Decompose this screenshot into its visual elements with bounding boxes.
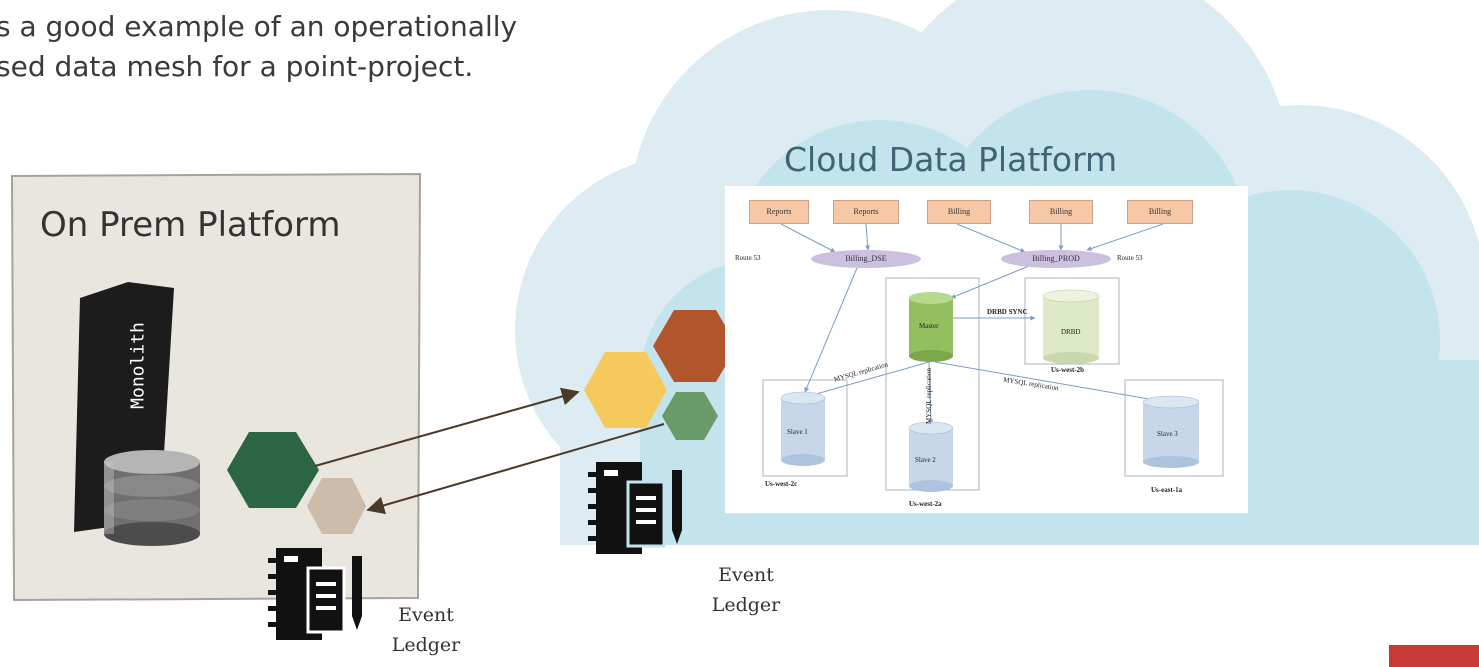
ledger-icon <box>268 548 362 640</box>
hexagon-rust <box>653 310 737 382</box>
database-icon <box>104 450 200 546</box>
ledger-label-line-2: Ledger <box>391 634 461 656</box>
arrow-to-cloud <box>314 387 580 467</box>
drbd-label: DRBD <box>1061 328 1081 336</box>
hexagon-light-green <box>662 392 718 440</box>
billing-box: Billing <box>927 200 991 224</box>
drbd-sync-label: DRBD SYNC <box>987 308 1028 316</box>
on-prem-title: On Prem Platform <box>40 205 341 245</box>
accent-tab <box>1389 645 1479 667</box>
ledger-label-line-1: Event <box>398 604 454 626</box>
architecture-panel: Reports Reports Billing Billing Billing … <box>725 186 1248 513</box>
headline: s a good example of an operationally sed… <box>0 8 517 122</box>
zone-label: Us-west-2b <box>1051 366 1085 374</box>
billing-box: Billing <box>1127 200 1193 224</box>
master-label: Master <box>919 322 939 330</box>
route-label: Route 53 <box>735 254 761 262</box>
billing-prod-endpoint: Billing_PROD <box>1001 250 1111 268</box>
slave-label: Slave 1 <box>787 428 808 436</box>
hexagon-yellow <box>584 352 667 428</box>
headline-line-1: s a good example of an operationally <box>0 10 518 43</box>
ledger-label-line-2: Ledger <box>711 594 781 616</box>
replication-label: MYSQL replication <box>924 368 933 424</box>
ledger-icon <box>588 462 682 554</box>
ledger-label-line-1: Event <box>718 564 774 586</box>
architecture-lines <box>762 223 1224 492</box>
slave-label: Slave 2 <box>915 456 936 464</box>
hexagon-tan <box>307 478 366 534</box>
headline-line-2: sed data mesh for a point-project. <box>0 50 474 83</box>
billing-box: Billing <box>1029 200 1093 224</box>
slave-label: Slave 3 <box>1157 430 1178 438</box>
zone-label: Us-west-2c <box>765 480 798 488</box>
monolith-label: Monolith <box>127 322 149 409</box>
ledger-label: Event Ledger <box>386 600 466 660</box>
arrow-to-prem <box>366 423 665 515</box>
zone-label: Us-east-1a <box>1151 486 1183 494</box>
billing-dse-endpoint: Billing_DSE <box>811 250 921 268</box>
route-label: Route 53 <box>1117 254 1143 262</box>
hexagon-dark-green <box>227 432 319 508</box>
zone-label: Us-west-2a <box>909 500 942 508</box>
reports-box: Reports <box>749 200 809 224</box>
ledger-label: Event Ledger <box>706 560 786 620</box>
cloud-title: Cloud Data Platform <box>784 140 1118 179</box>
reports-box: Reports <box>833 200 899 224</box>
